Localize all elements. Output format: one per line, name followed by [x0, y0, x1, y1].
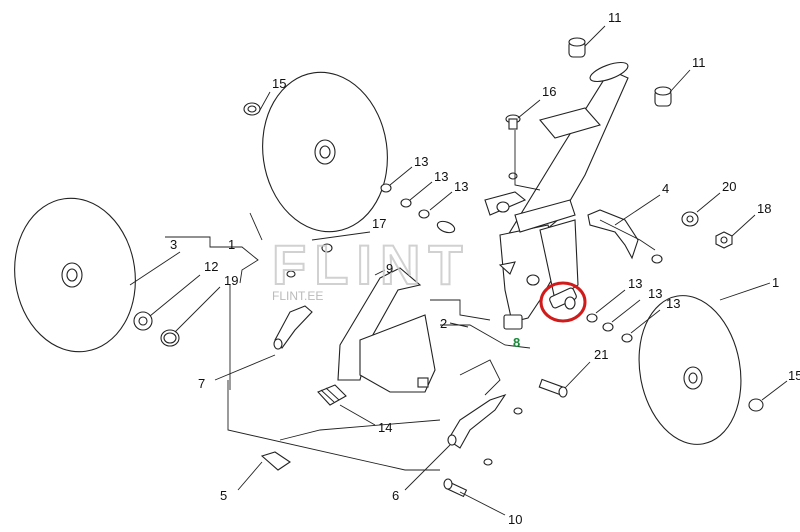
watermark: FLINT FLINT.EE [271, 232, 471, 303]
bolt-21 [513, 378, 568, 415]
nut-small [651, 254, 663, 264]
arm-9 [337, 267, 436, 393]
callout-6: 6 [392, 488, 399, 503]
callout-13-c: 13 [454, 179, 468, 194]
callout-21: 21 [594, 347, 608, 362]
callout-9: 9 [386, 261, 393, 276]
callout-16: 16 [542, 84, 556, 99]
highlighted-bolt [539, 281, 587, 323]
cap-15-right [748, 398, 764, 412]
pad-14 [317, 384, 347, 406]
callout-8: 8 [513, 335, 520, 350]
callout-11-lower: 11 [692, 55, 706, 70]
callout-3: 3 [170, 237, 177, 252]
leader-lines [129, 25, 788, 516]
callout-13-e: 13 [648, 286, 662, 301]
callout-10: 10 [508, 512, 522, 527]
callout-13-d: 13 [628, 276, 642, 291]
callout-13-b: 13 [434, 169, 448, 184]
disc-wheel-left [14, 197, 136, 353]
assembly-guide-lines [165, 130, 656, 471]
callout-labels: 11 11 16 15 13 13 13 4 20 18 17 9 3 1 12… [170, 10, 800, 527]
bolt-16 [505, 114, 521, 180]
callout-15-upper: 15 [272, 76, 286, 91]
bracket-7 [273, 305, 313, 350]
scraper-4 [587, 209, 639, 260]
washers-upper [380, 183, 456, 234]
callout-2: 2 [440, 316, 447, 331]
highlight-circle [539, 281, 587, 323]
callout-20: 20 [722, 179, 736, 194]
cap-15-upper [243, 102, 261, 116]
callout-14: 14 [378, 420, 392, 435]
nut-18 [715, 231, 733, 249]
callout-13-f: 13 [666, 296, 680, 311]
watermark-sub: FLINT.EE [272, 289, 323, 303]
callout-12: 12 [204, 259, 218, 274]
watermark-brand: FLINT [272, 233, 471, 296]
disc-wheel-upper [262, 71, 388, 233]
callout-17: 17 [372, 216, 386, 231]
callout-19: 19 [224, 273, 238, 288]
callout-5: 5 [220, 488, 227, 503]
bracket-6 [447, 393, 507, 449]
callout-15-right: 15 [788, 368, 800, 383]
disc-wheel-right [638, 295, 742, 445]
callout-11-upper: 11 [608, 10, 622, 25]
frame-assembly [484, 61, 629, 330]
bolt-10 [443, 458, 493, 498]
bushing-lower [654, 86, 672, 107]
bolt-17 [286, 243, 333, 278]
bushing-upper [568, 37, 586, 58]
bearing-12 [133, 311, 153, 331]
washers-lower [586, 313, 633, 343]
callout-1-right: 1 [772, 275, 779, 290]
callout-1-upper: 1 [228, 237, 235, 252]
callout-4: 4 [662, 181, 669, 196]
washer-20 [681, 211, 699, 227]
part-5 [260, 451, 291, 471]
ring-19 [160, 329, 180, 347]
callout-13-a: 13 [414, 154, 428, 169]
callout-18: 18 [757, 201, 771, 216]
callout-7: 7 [198, 376, 205, 391]
